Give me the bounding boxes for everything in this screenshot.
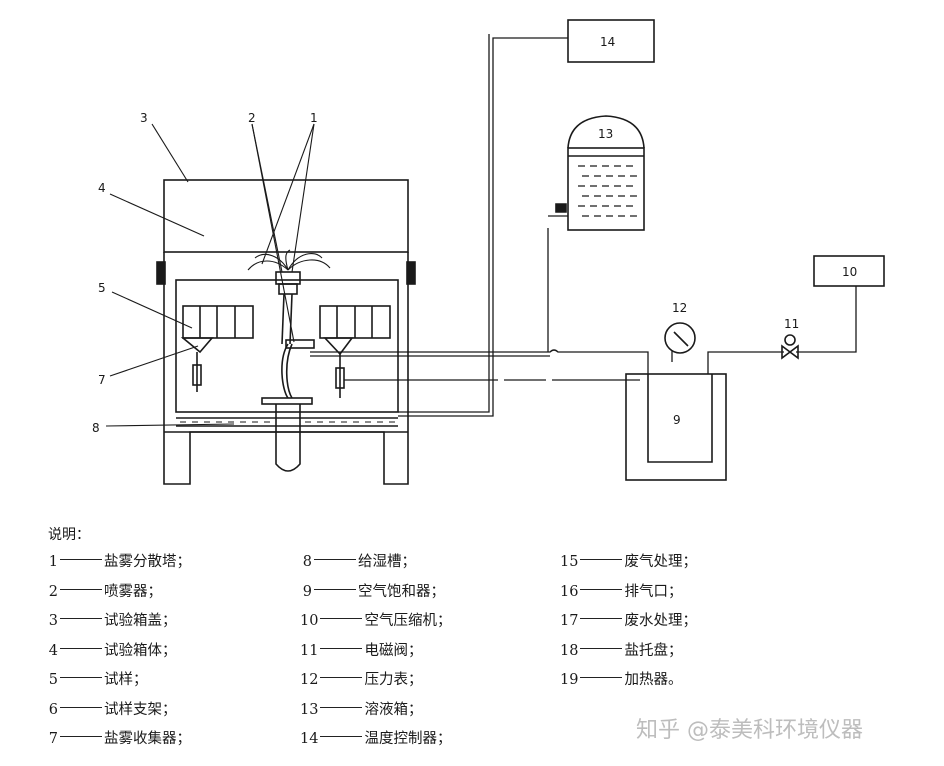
legend-item: 8 给湿槽；: [300, 552, 451, 582]
number-labels: 1 2 3 4 5 7 8 9 10 11 12 13 14: [92, 35, 857, 435]
legend-item: 10 空气压缩机；: [300, 611, 451, 641]
legend-num: 6: [48, 701, 58, 718]
specimens-left: [180, 305, 254, 392]
legend-item: 2 喷雾器；: [46, 582, 191, 612]
legend-item: 13 溶液箱；: [300, 700, 451, 730]
legend-num: 9: [302, 583, 312, 600]
legend-column-3: 15 废气处理； 16 排气口； 17 废水处理； 18 盐托盘； 19 加热器。: [560, 552, 697, 700]
legend-text: 加热器。: [624, 672, 683, 688]
legend-item: 14 温度控制器；: [300, 729, 451, 759]
legend-num: 5: [48, 672, 58, 688]
legend-text: 试验箱体；: [104, 642, 177, 659]
label-8: 8: [92, 421, 100, 435]
label-13: 13: [598, 127, 613, 141]
legend-text: 温度控制器；: [364, 731, 452, 747]
spray-tower: [247, 249, 331, 472]
legend-text: 空气饱和器；: [358, 583, 445, 600]
legend-text: 溶液箱；: [364, 701, 423, 718]
legend-num: 18: [560, 642, 579, 659]
legend-num: 4: [48, 642, 58, 659]
label-5: 5: [98, 281, 106, 295]
legend-item: 4 试验箱体；: [46, 641, 191, 671]
legend-column-2: 8 给湿槽； 9 空气饱和器； 10 空气压缩机； 11 电磁阀； 12 压力表； 13 溶…: [300, 552, 451, 759]
test-cabinet: [156, 179, 416, 485]
legend-text: 电磁阀；: [364, 642, 423, 659]
label-12: 12: [672, 301, 687, 315]
legend-text: 空气压缩机；: [364, 613, 452, 629]
air-compressor-box: [813, 255, 885, 287]
legend-item: 7 盐雾收集器；: [46, 729, 191, 759]
salt-spray-apparatus-diagram: 1 2 3 4 5 7 8 9 10 11 12 13 14: [92, 19, 885, 485]
legend-text: 废气处理；: [624, 554, 697, 570]
legend-text: 盐雾收集器；: [104, 731, 191, 747]
legend-item: 16 排气口；: [560, 582, 697, 612]
legend-item: 12 压力表；: [300, 670, 451, 700]
legend-num: 1: [48, 554, 58, 570]
legend-text: 喷雾器；: [104, 583, 162, 600]
legend-item: 5 试样；: [46, 670, 191, 700]
label-4: 4: [98, 181, 106, 195]
legend-text: 给湿槽；: [358, 554, 416, 570]
legend-item: 9 空气饱和器；: [300, 582, 451, 612]
legend-num: 16: [560, 583, 579, 600]
legend-text: 压力表；: [364, 672, 423, 688]
label-2: 2: [248, 111, 256, 125]
temperature-controller-box: [567, 19, 655, 63]
legend-num: 3: [48, 613, 58, 629]
label-7: 7: [98, 373, 106, 387]
legend-num: 15: [560, 554, 579, 570]
label-9: 9: [673, 413, 681, 427]
legend-text: 废水处理；: [624, 613, 697, 629]
legend-item: 15 废气处理；: [560, 552, 697, 582]
air-saturator: [625, 373, 727, 481]
legend-item: 17 废水处理；: [560, 611, 697, 641]
watermark: 知乎 @泰美科环境仪器: [636, 718, 863, 743]
legend-item: 11 电磁阀；: [300, 641, 451, 671]
legend-text: 试样；: [104, 672, 148, 688]
legend-item: 19 加热器。: [560, 670, 697, 700]
label-11: 11: [784, 317, 799, 331]
legend-num: 11: [300, 642, 319, 659]
pipes: [310, 34, 857, 417]
legend-title: 说明：: [48, 527, 90, 543]
legend-text: 排气口；: [624, 583, 683, 600]
legend-item: 18 盐托盘；: [560, 641, 697, 671]
leader-lines: [105, 123, 315, 427]
specimens-right: [319, 305, 391, 398]
legend-num: 19: [560, 672, 579, 688]
label-10: 10: [842, 265, 857, 279]
legend-num: 7: [48, 731, 58, 747]
pressure-gauge: [664, 322, 696, 354]
legend-item: 6 试样支架；: [46, 700, 191, 730]
legend-text: 盐雾分散塔；: [104, 554, 191, 570]
legend-num: 13: [300, 701, 319, 718]
legend-text: 试样支架；: [104, 701, 177, 718]
legend-num: 14: [300, 731, 319, 747]
label-14: 14: [600, 35, 615, 49]
legend-num: 2: [48, 583, 58, 600]
solution-box: [555, 115, 645, 231]
legend-text: 盐托盘；: [624, 642, 683, 659]
legend-text: 试验箱盖；: [104, 613, 177, 629]
legend-num: 10: [300, 613, 319, 629]
legend-num: 8: [302, 554, 312, 570]
label-1: 1: [310, 111, 318, 125]
legend-item: 3 试验箱盖；: [46, 611, 191, 641]
legend-item: 1 盐雾分散塔；: [46, 552, 191, 582]
legend-num: 17: [560, 613, 579, 629]
solenoid-valve: [781, 334, 799, 360]
legend-num: 12: [300, 672, 319, 688]
label-3: 3: [140, 111, 148, 125]
